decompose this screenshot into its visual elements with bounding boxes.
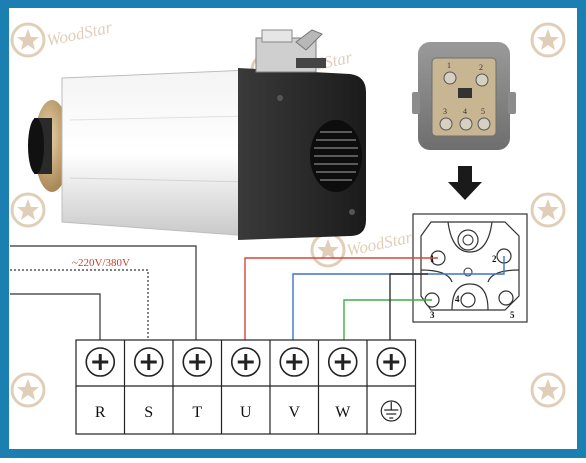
connector-pin-label: 4 <box>455 294 460 304</box>
screw-icon <box>133 347 164 377</box>
plug-pin-label: 2 <box>479 63 483 72</box>
supply-lines: ~220V/380V <box>10 245 197 340</box>
screw-icon <box>376 347 407 377</box>
wire-ground <box>389 273 428 340</box>
connector-pin-label: 3 <box>430 310 435 320</box>
plug-pin <box>475 73 489 87</box>
wire-red-u <box>244 257 438 340</box>
motor-wires <box>244 256 505 340</box>
connector-pin-label: 5 <box>510 310 515 320</box>
down-arrow-icon <box>448 166 482 200</box>
plug-pin <box>443 71 457 85</box>
watermark <box>10 192 46 228</box>
aviation-plug: 1 2 3 4 5 <box>412 42 516 150</box>
screw-icon <box>279 347 310 377</box>
watermark <box>10 372 46 408</box>
plug-pin-label: 1 <box>447 61 451 70</box>
connector-pinout: 1 2 3 4 5 <box>412 213 528 323</box>
terminal-label: R <box>95 404 106 421</box>
plug-pin-label: 5 <box>481 107 485 116</box>
terminal-label: W <box>335 404 351 421</box>
wire-green-w <box>343 299 432 340</box>
connector-pin-label: 1 <box>430 254 435 264</box>
spindle-motor <box>28 29 366 240</box>
connector-pin <box>460 292 476 308</box>
terminal-label: V <box>288 404 300 421</box>
motor-end-cap <box>238 68 366 240</box>
connector-pin-label: 2 <box>492 254 497 264</box>
plug-pin-label: 4 <box>463 107 467 116</box>
plug-pin <box>439 117 453 131</box>
terminal-label: T <box>192 404 202 421</box>
watermark <box>530 192 566 228</box>
terminal-label: S <box>144 404 153 421</box>
plug-pin-label: 3 <box>443 107 447 116</box>
connector-pin <box>498 290 514 306</box>
screw-icon <box>230 347 261 377</box>
screw-icon <box>182 347 213 377</box>
terminal-block: R S T U V W <box>75 339 417 435</box>
plug-pin <box>477 117 491 131</box>
screw-icon <box>327 347 358 377</box>
supply-voltage-label: ~220V/380V <box>72 257 130 269</box>
watermark <box>530 22 566 58</box>
terminal-label: U <box>240 404 252 421</box>
screw-icon <box>85 347 116 377</box>
plug-pin <box>459 117 473 131</box>
ground-symbol-icon <box>380 400 402 422</box>
watermark <box>530 372 566 408</box>
